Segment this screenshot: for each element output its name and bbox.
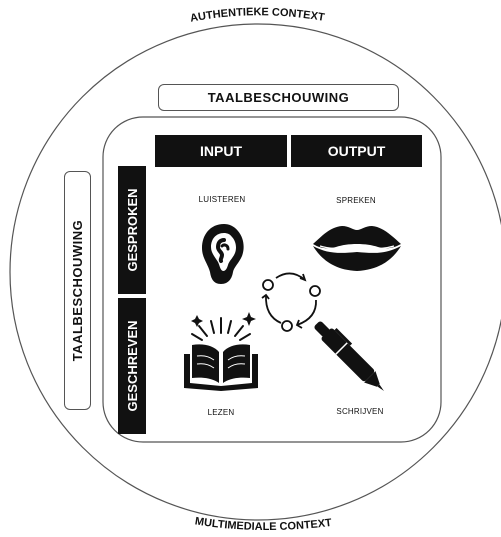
schrijven-label: SCHRIJVEN xyxy=(336,406,384,416)
lezen-label: LEZEN xyxy=(207,407,235,417)
left-taalbeschouwing-label: TAALBESCHOUWING xyxy=(70,219,85,362)
outer-top-label: AUTHENTIEKE CONTEXT xyxy=(189,6,326,25)
gesproken-row-header: GESPROKEN xyxy=(118,166,146,294)
left-taalbeschouwing-box: TAALBESCHOUWING xyxy=(64,171,91,410)
output-header: OUTPUT xyxy=(291,135,422,167)
gesproken-label: GESPROKEN xyxy=(124,188,140,272)
outer-bottom-label: MULTIMEDIALE CONTEXT xyxy=(194,515,333,533)
pen-icon xyxy=(314,321,384,391)
lips-icon xyxy=(313,226,401,271)
luisteren-label: LUISTEREN xyxy=(198,194,246,204)
top-taalbeschouwing-label: TAALBESCHOUWING xyxy=(207,90,350,105)
inner-frame xyxy=(102,116,442,443)
open-book-icon xyxy=(184,312,258,391)
output-label: OUTPUT xyxy=(327,143,386,159)
outer-context-circle xyxy=(9,23,501,521)
input-label: INPUT xyxy=(200,143,242,159)
ear-icon xyxy=(202,224,244,284)
geschreven-label: GESCHREVEN xyxy=(124,320,140,412)
top-taalbeschouwing-box: TAALBESCHOUWING xyxy=(158,84,399,111)
cycle-arrows-icon xyxy=(261,272,321,332)
input-header: INPUT xyxy=(155,135,287,167)
geschreven-row-header: GESCHREVEN xyxy=(118,298,146,434)
spreken-label: SPREKEN xyxy=(336,195,376,205)
